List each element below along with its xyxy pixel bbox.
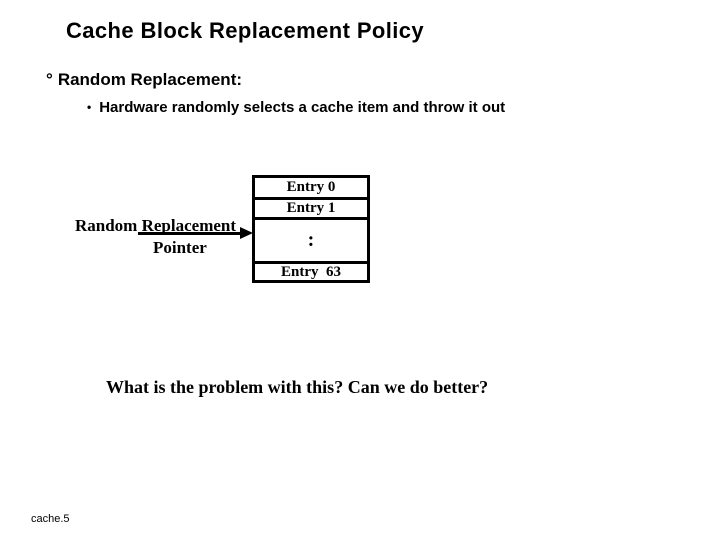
table-row-entry-63: Entry 63 xyxy=(255,261,367,280)
pointer-arrow-line xyxy=(138,232,242,235)
bullet-random-replacement: ° Random Replacement: xyxy=(46,70,242,90)
table-row-entry-1: Entry 1 xyxy=(255,197,367,217)
question-text: What is the problem with this? Can we do… xyxy=(106,377,489,397)
dot-bullet-icon: • xyxy=(87,99,92,114)
sub-bullet-label: Hardware randomly selects a cache item a… xyxy=(99,99,506,116)
pointer-label-line1: Random Replacement xyxy=(75,216,237,235)
slide-title: Cache Block Replacement Policy xyxy=(66,18,425,43)
sub-bullet-hardware: • Hardware randomly selects a cache item… xyxy=(87,99,505,116)
slide-footer: cache.5 xyxy=(31,513,70,525)
degree-bullet-icon: ° xyxy=(46,70,53,89)
pointer-label-line2: Pointer xyxy=(153,238,207,257)
bullet-label: Random Replacement: xyxy=(57,70,243,89)
table-row-entry-0: Entry 0 xyxy=(286,179,336,195)
pointer-arrowhead-icon xyxy=(240,227,253,239)
table-row-ellipsis: : xyxy=(255,217,367,261)
cache-entry-table: Entry 0 Entry 1 : Entry 63 xyxy=(252,175,370,283)
